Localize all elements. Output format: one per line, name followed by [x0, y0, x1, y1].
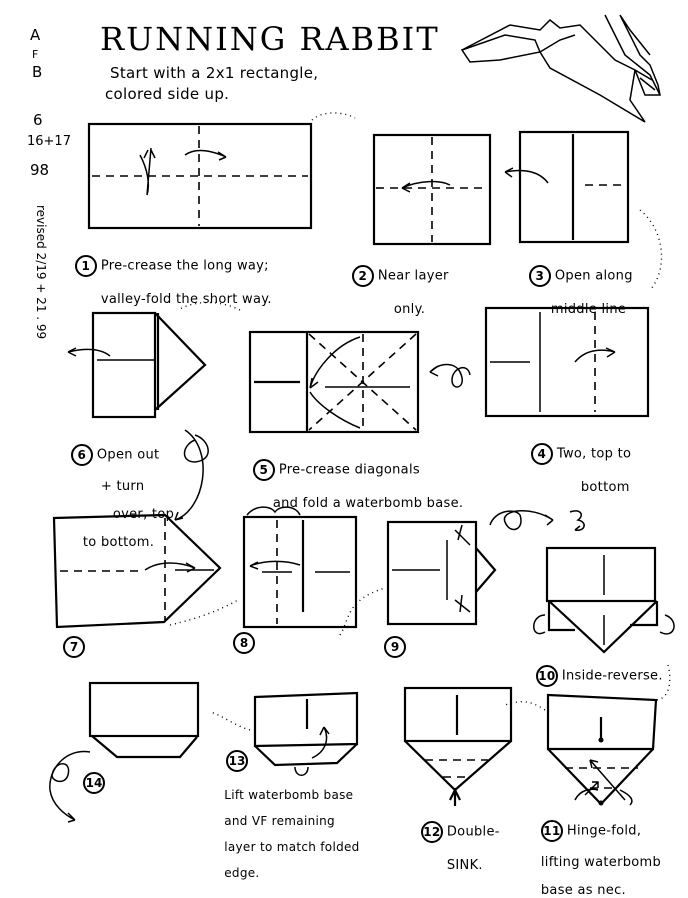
- step-14-caption: 14: [83, 772, 109, 794]
- subtitle-line-1: Start with a 2x1 rectangle,: [110, 64, 319, 82]
- revised-date: revised 2/19 + 21 . 99: [34, 205, 48, 340]
- margin-letter-b: B: [32, 63, 43, 81]
- step-8-diagram: [242, 506, 386, 636]
- step-9-diagram: [386, 520, 497, 626]
- step-13-diagram: [209, 691, 359, 776]
- subtitle-line-2: colored side up.: [105, 85, 230, 103]
- margin-number-1: 6: [33, 111, 43, 129]
- page-title: RUNNING RABBIT: [100, 20, 440, 58]
- step-11-diagram: [504, 693, 658, 806]
- rotate-icon: [569, 510, 585, 531]
- step-number: 1: [74, 255, 97, 277]
- rabbit-illustration: [460, 14, 661, 123]
- margin-letter-f: F: [32, 48, 39, 61]
- step-5-diagram: [177, 301, 471, 434]
- step-10-diagram: [533, 546, 675, 701]
- step-14-diagram: [49, 681, 200, 823]
- step-7-diagram: [52, 513, 239, 629]
- step-6-diagram: [67, 311, 209, 521]
- step-12-diagram: [403, 686, 513, 806]
- step-2-diagram: [372, 133, 492, 246]
- step-3-diagram: [504, 130, 663, 291]
- step-1-diagram: [87, 112, 356, 230]
- margin-letter-a: A: [30, 26, 41, 44]
- step-13-number: 13: [226, 750, 252, 772]
- step-13-caption: Lift waterbomb base and VF remaining lay…: [224, 788, 360, 880]
- margin-number-2: 16+17: [27, 134, 71, 149]
- step-7-caption: 7: [63, 636, 89, 658]
- step-9-caption: 9: [384, 636, 410, 658]
- step-4-diagram: [484, 306, 650, 418]
- margin-number-3: 98: [30, 161, 50, 179]
- step-8-caption: 8: [233, 632, 259, 654]
- turn-over-icon: [489, 509, 554, 531]
